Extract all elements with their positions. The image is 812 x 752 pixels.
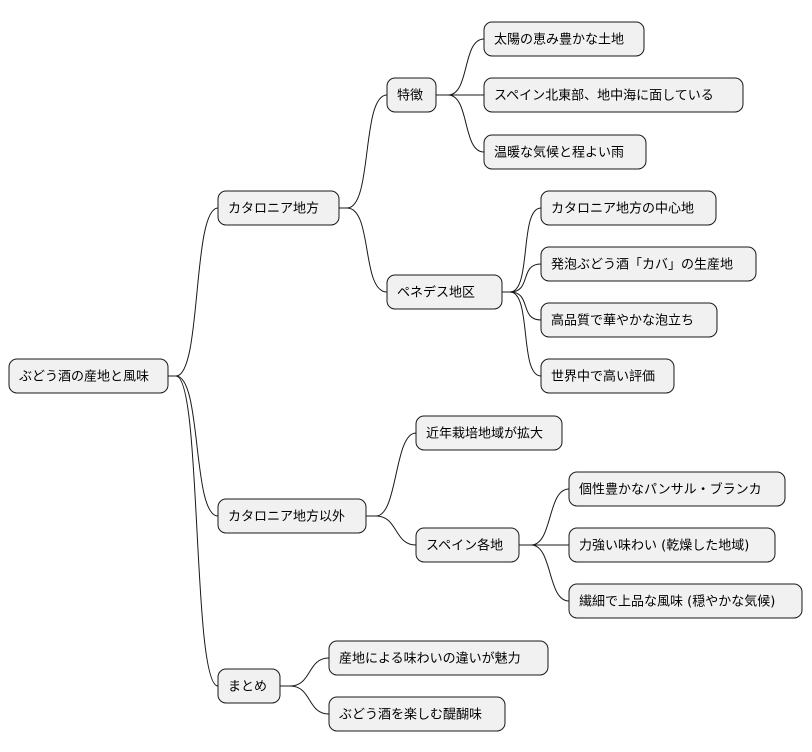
leaf-label: 力強い味わい (乾燥した地域)	[579, 539, 749, 554]
leaf-label: 太陽の恵み豊かな土地	[494, 33, 624, 48]
leaf-label: 個性豊かなパンサル・ブランカ	[579, 482, 762, 498]
edge-catalonia-penedes	[339, 207, 388, 293]
leaf-node: 近年栽培地域が拡大	[415, 415, 563, 451]
branch-node-catalonia: カタロニア地方	[217, 190, 340, 226]
edge-spain-leaf-1	[519, 488, 570, 546]
root-node: ぶどう酒の産地と風味	[8, 358, 169, 394]
leaf-node: 繊細で上品な風味 (穏やかな気候)	[568, 583, 803, 619]
edge-root-summary	[168, 375, 219, 687]
leaf-label: スペイン北東部、地中海に面している	[494, 88, 714, 104]
edge-catalonia-features	[339, 94, 388, 209]
leaf-label: 発泡ぶどう酒「カバ」の生産地	[551, 257, 733, 273]
leaf-label: 産地による味わいの違いが魅力	[339, 651, 521, 667]
root-label: ぶどう酒の産地と風味	[19, 369, 149, 385]
leaf-node: 力強い味わい (乾燥した地域)	[568, 527, 776, 563]
edge-root-outside	[168, 375, 219, 517]
leaf-node: スペイン北東部、地中海に面している	[483, 77, 744, 113]
leaf-label: 高品質で華やかな泡立ち	[551, 313, 694, 329]
leaf-node: 温暖な気候と程よい雨	[483, 134, 647, 170]
edge-penedes-leaf-4	[502, 291, 542, 377]
edge-spain-leaf-3	[519, 544, 570, 602]
leaf-label: 近年栽培地域が拡大	[426, 426, 543, 442]
node-label: スペイン各地	[426, 538, 503, 554]
leaf-node: 産地による味わいの違いが魅力	[328, 640, 549, 676]
edge-outside-expansion	[366, 432, 417, 517]
leaf-node: 高品質で華やかな泡立ち	[540, 302, 718, 338]
leaf-node: 太陽の恵み豊かな土地	[483, 21, 645, 57]
edges	[168, 38, 570, 715]
branch-node-summary: まとめ	[217, 668, 281, 704]
edge-summary-leaf-2	[280, 685, 330, 715]
leaf-node: 発泡ぶどう酒「カバ」の生産地	[540, 246, 757, 282]
branch-label: まとめ	[228, 680, 267, 695]
leaf-label: 温暖な気候と程よい雨	[494, 145, 624, 161]
node-label: 特徴	[397, 89, 423, 104]
node-features: 特徴	[386, 77, 437, 113]
node-spain: スペイン各地	[415, 527, 520, 563]
edge-root-catalonia	[168, 207, 219, 377]
node-label: ペネデス地区	[397, 285, 475, 301]
leaf-node: カタロニア地方の中心地	[540, 190, 717, 226]
leaf-label: 世界中で高い評価	[551, 369, 655, 385]
leaf-label: 繊細で上品な風味 (穏やかな気候)	[579, 594, 775, 610]
node-penedes: ペネデス地区	[386, 274, 503, 310]
leaf-label: ぶどう酒を楽しむ醍醐味	[339, 707, 482, 723]
edge-summary-leaf-1	[280, 657, 330, 687]
edge-features-leaf-3	[436, 94, 485, 153]
leaf-label: カタロニア地方の中心地	[551, 201, 694, 217]
leaf-node: ぶどう酒を楽しむ醍醐味	[328, 696, 506, 732]
edge-features-leaf-1	[436, 38, 485, 96]
edge-outside-spain	[366, 515, 417, 546]
leaf-node: 個性豊かなパンサル・ブランカ	[568, 471, 786, 507]
branch-node-outside: カタロニア地方以外	[217, 498, 367, 534]
branch-label: カタロニア地方	[228, 201, 319, 217]
leaf-node: 世界中で高い評価	[540, 358, 675, 394]
edge-penedes-leaf-1	[502, 207, 542, 293]
branch-label: カタロニア地方以外	[228, 509, 345, 525]
